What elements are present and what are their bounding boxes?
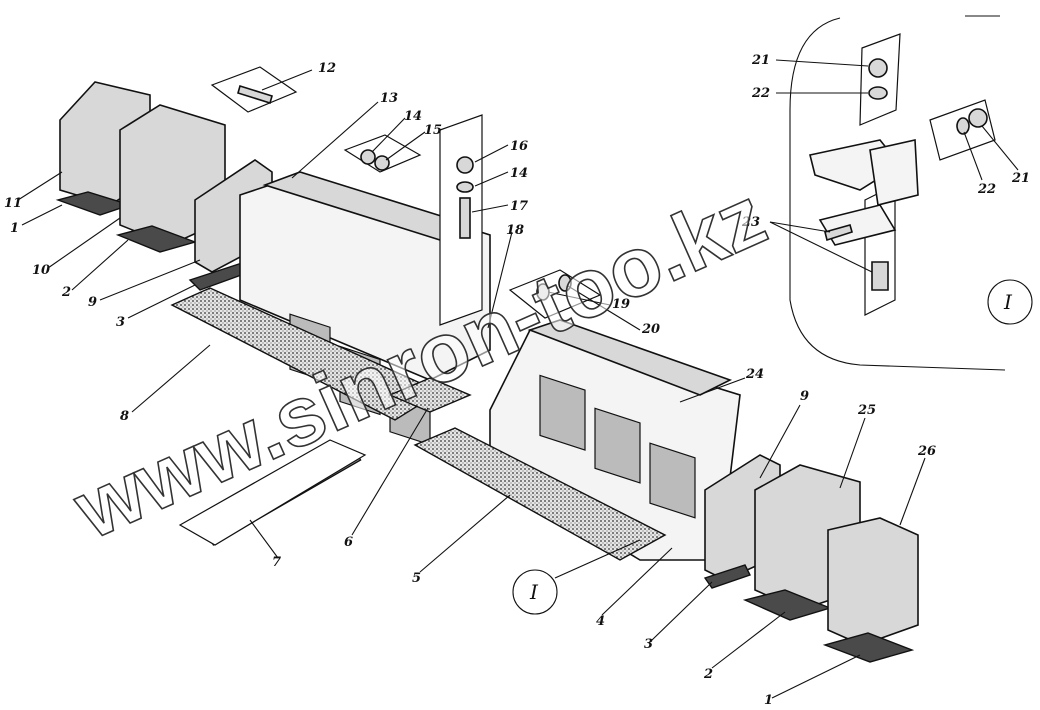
leader-detail-lower [554, 539, 641, 579]
callout-14-b: 14 [510, 166, 528, 181]
leader-16 [474, 144, 509, 163]
callout-22-right: 22 [977, 182, 996, 197]
part-12-bolt [237, 84, 273, 105]
callout-3-right: 3 [644, 637, 653, 652]
callout-7: 7 [272, 555, 281, 570]
leader-5 [419, 494, 511, 573]
leader-21-right [981, 125, 1019, 171]
detail-panel-upper [859, 33, 901, 126]
leader-3-left [127, 284, 196, 319]
leader-2-right [711, 611, 786, 669]
leader-23-a [769, 221, 831, 233]
callout-2-left: 2 [61, 285, 71, 300]
part-frame-right-window-1 [539, 374, 586, 451]
callout-9-right: 9 [800, 389, 809, 404]
part-20-washer [558, 274, 572, 292]
leader-9-left [99, 259, 201, 301]
callout-8: 8 [120, 409, 129, 424]
detail-nut-21-top [868, 58, 888, 78]
callout-3-left: 3 [116, 315, 125, 330]
callout-18: 18 [506, 223, 524, 238]
detail-marker-label-lower: I [529, 580, 539, 604]
leader-6 [351, 407, 429, 536]
callout-13: 13 [380, 91, 398, 106]
detail-marker-circle [987, 279, 1033, 325]
callout-21-right: 21 [1011, 171, 1030, 186]
part-14-washer [360, 149, 376, 165]
part-frame-right-window-2 [594, 407, 641, 484]
leader-1-right [771, 654, 861, 699]
part-14-washer-vertical [456, 181, 474, 193]
part-1-base-plate-right [822, 632, 915, 663]
part-6-bottom-plate [388, 377, 472, 413]
part-17-stud [459, 197, 471, 239]
leader-18 [487, 231, 513, 329]
part-26-end-cover [827, 517, 919, 646]
detail-washer-22-right [956, 117, 970, 135]
detail-nut-21-right [968, 108, 988, 128]
callout-23: 23 [741, 215, 760, 230]
leader-19 [547, 291, 611, 306]
part-5-floor-plate [413, 427, 667, 561]
leader-2-left [71, 239, 129, 291]
callout-17: 17 [510, 199, 528, 214]
callout-1-right: 1 [764, 693, 773, 708]
callout-11: 11 [4, 196, 22, 211]
part-7-panel [178, 439, 367, 546]
leader-17 [471, 204, 509, 213]
detail-washer-22-top [868, 86, 888, 100]
detail-region-outline [789, 17, 1006, 371]
leader-3-right [651, 581, 713, 641]
detail-marker-label: I [1003, 290, 1013, 314]
leader-11 [17, 171, 63, 201]
leader-4 [601, 547, 673, 616]
callout-26: 26 [917, 444, 936, 459]
callout-12: 12 [318, 61, 336, 76]
leader-12 [261, 69, 313, 91]
part-16-nut [456, 156, 474, 174]
part-15-nut [374, 155, 390, 171]
callout-19: 19 [612, 297, 630, 312]
leader-13 [291, 101, 379, 179]
callout-5: 5 [412, 571, 421, 586]
detail-bolt-23-horizontal [824, 224, 853, 242]
callout-25: 25 [857, 403, 876, 418]
leader-8 [131, 344, 211, 413]
leader-9-right [759, 404, 801, 479]
callout-4: 4 [596, 614, 605, 629]
callout-14: 14 [404, 109, 422, 124]
callout-10: 10 [32, 263, 50, 278]
callout-24: 24 [745, 367, 764, 382]
callout-22-top: 22 [751, 86, 770, 101]
callout-20: 20 [641, 322, 660, 337]
leader-14 [371, 117, 406, 153]
leader-24 [679, 377, 746, 403]
part-frame-right-window-3 [649, 442, 696, 519]
callout-16: 16 [510, 139, 528, 154]
leader-14-b [474, 171, 509, 187]
leader-23-b [769, 221, 873, 273]
leader-25 [839, 417, 866, 489]
leader-7 [249, 519, 279, 559]
leader-21-top [775, 59, 869, 67]
leader-1-left [21, 204, 63, 226]
detail-bracket [869, 139, 919, 206]
callout-6: 6 [344, 535, 353, 550]
callout-21-top: 21 [751, 53, 770, 68]
leader-15 [385, 131, 426, 161]
detail-marker-circle-lower [512, 569, 558, 615]
detail-bolt-23-vertical [871, 261, 889, 291]
callout-15: 15 [424, 123, 442, 138]
callout-1-left: 1 [10, 221, 19, 236]
leader-26 [899, 457, 926, 526]
leader-20 [567, 285, 641, 331]
part-24-top-rail [527, 319, 733, 396]
leader-10 [47, 217, 121, 269]
part-12-panel [210, 66, 298, 113]
callout-9-left: 9 [88, 295, 97, 310]
leader-22-right [963, 131, 983, 181]
callout-2-right: 2 [703, 667, 713, 682]
